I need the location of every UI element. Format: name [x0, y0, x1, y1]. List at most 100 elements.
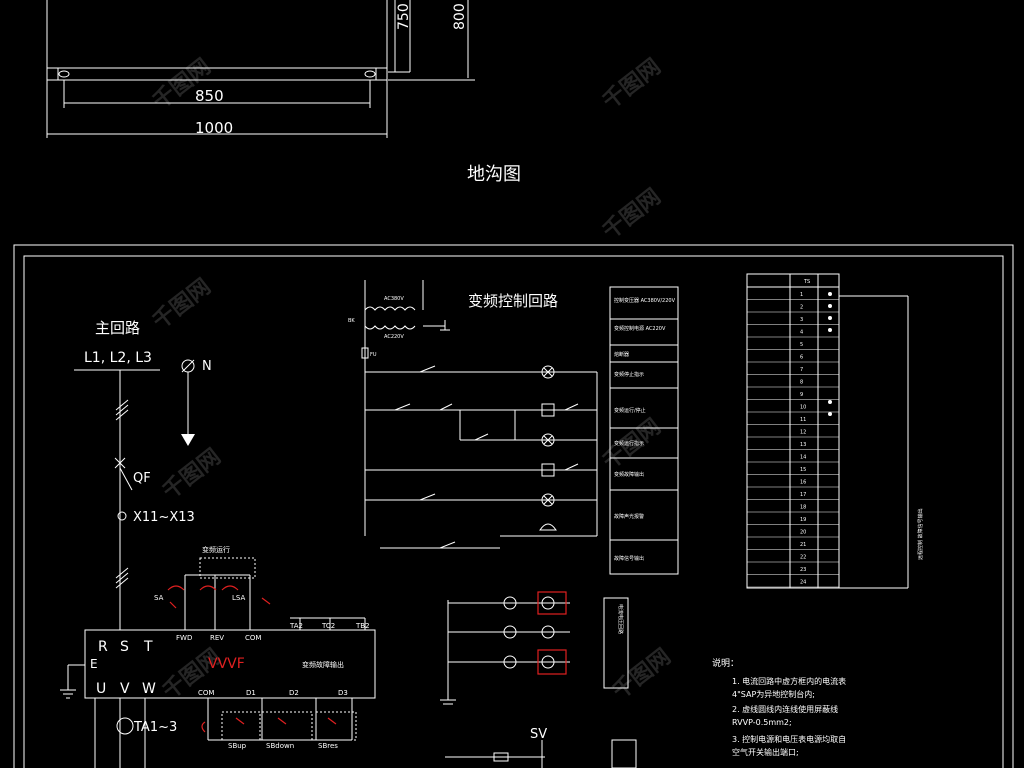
watermark-text: 千图网	[158, 644, 225, 704]
term-com: COM	[245, 634, 261, 642]
pit-title: 地沟图	[467, 164, 521, 185]
notes-title: 说明：	[712, 657, 739, 669]
terminal-row-number: 12	[800, 430, 806, 436]
terminal-row-number: 21	[800, 542, 806, 548]
terminal-row-number: 13	[800, 442, 806, 448]
sb-res-label: SBres	[318, 742, 338, 750]
terminal-row-number: 17	[800, 492, 806, 498]
arrow-down-icon	[181, 434, 195, 446]
watermark-text: 千图网	[158, 444, 225, 504]
input-r: R	[98, 639, 108, 655]
note-line-2: 4"SAP为异地控制台内;	[732, 689, 815, 699]
terminal-row-number: 14	[800, 455, 806, 461]
term-d1: D1	[246, 689, 256, 697]
control-circuit-title: 变频控制回路	[468, 292, 558, 310]
terminal-dots	[828, 292, 832, 416]
watermark-text: 千图网	[608, 644, 675, 704]
legend-item-3: 熔断器	[614, 351, 629, 358]
output-v: V	[120, 681, 130, 697]
terminal-row-number: 9	[800, 392, 803, 398]
lsa-label: LSA	[232, 594, 245, 602]
dim-1000: 1000	[195, 119, 233, 137]
vvvf-label: VVVF	[208, 656, 245, 672]
legend-item-5: 变频运行/停止	[614, 407, 646, 414]
terminal-row-number: 24	[800, 580, 806, 586]
term-d2: D2	[289, 689, 299, 697]
terminal-row-number: 5	[800, 342, 803, 348]
sv-label: SV	[530, 727, 547, 742]
legend-item-6: 变频运行指示	[614, 440, 644, 447]
meter-red-boxes	[537, 591, 567, 675]
dim-750: 750	[396, 3, 412, 30]
terminal-row-number: 1	[800, 292, 803, 298]
watermark-text: 千图网	[598, 54, 665, 114]
terminal-header: TS	[803, 279, 810, 285]
legend-item-9: 故障信号输出	[614, 555, 644, 562]
legend-item-8: 故障声光报警	[614, 513, 644, 520]
sa-switch-red	[167, 585, 271, 609]
fault-output-label: 变频故障输出	[302, 660, 344, 669]
ta-label: TA1~3	[133, 720, 177, 735]
term-fwd: FWD	[176, 634, 192, 642]
main-circuit-title: 主回路	[95, 319, 140, 337]
note-line-1: 1. 电流回路中虚方框内的电流表	[732, 676, 846, 686]
sb-down-label: SBdown	[266, 742, 294, 750]
term-tb2: TB2	[355, 622, 370, 630]
term-rev: REV	[210, 634, 224, 642]
breaker-label: QF	[133, 471, 151, 486]
terminal-row-number: 23	[800, 567, 806, 573]
watermark-text: 千图网	[148, 274, 215, 334]
watermark-text: 千图网	[598, 184, 665, 244]
input-s: S	[120, 639, 129, 655]
terminal-row-number: 6	[800, 355, 803, 361]
terminal-block	[746, 273, 909, 589]
legend-item-4: 变频停止指示	[614, 371, 644, 378]
voltage-in-label: AC380V	[384, 296, 404, 302]
terminal-row-number: 3	[800, 317, 803, 323]
transformer-label: BK	[348, 318, 355, 324]
term-bottom-com: COM	[198, 689, 214, 697]
output-w: W	[142, 681, 156, 697]
watermark-text: 千图网	[148, 54, 215, 114]
terminal-side-label: 远程控制 故障信号输出	[917, 508, 924, 560]
input-t: T	[143, 639, 153, 655]
neutral-label: N	[202, 359, 212, 374]
terminal-row-number: 4	[800, 330, 803, 336]
term-tc2: TC2	[321, 622, 335, 630]
drawing-frame	[13, 244, 1014, 768]
sb-up-label: SBup	[228, 742, 247, 750]
terminal-row-number: 11	[800, 417, 806, 423]
sb-switch-red	[201, 717, 337, 733]
terminal-row-number: 20	[800, 530, 806, 536]
earth-label: E	[90, 657, 98, 671]
note-line-6: 空气开关输出端口;	[732, 747, 799, 757]
terminal-row-number: 22	[800, 555, 806, 561]
terminal-row-number: 8	[800, 380, 803, 386]
terminal-row-number: 10	[800, 405, 806, 411]
dim-850: 850	[195, 87, 224, 105]
term-ta2: TA2	[289, 622, 303, 630]
sa-group-label: 变频运行	[202, 545, 230, 554]
terminal-row-number: 19	[800, 517, 806, 523]
output-u: U	[96, 681, 106, 697]
sa-label: SA	[154, 594, 164, 602]
control-wiring	[361, 280, 598, 549]
note-line-3: 2. 虚线圆线内连线使用屏蔽线	[732, 704, 838, 714]
terminal-label: X11~X13	[133, 510, 195, 525]
legend-item-2: 变频控制电源 AC220V	[614, 325, 666, 332]
terminal-row-number: 16	[800, 480, 806, 486]
note-line-4: RVVP-0.5mm2;	[732, 718, 792, 727]
meter-side-label: 电流电压回路	[617, 604, 624, 634]
terminal-row-number: 15	[800, 467, 806, 473]
main-circuit-wiring	[60, 359, 376, 768]
phase-label: L1, L2, L3	[84, 350, 152, 366]
term-d3: D3	[338, 689, 348, 697]
voltage-out-label: AC220V	[384, 334, 404, 340]
terminal-row-number: 7	[800, 367, 803, 373]
dim-800: 800	[452, 3, 468, 30]
pit-drawing	[46, 0, 475, 138]
meter-circuit	[440, 596, 637, 768]
terminal-row-number: 2	[800, 305, 803, 311]
fuse-label: FU	[370, 352, 377, 358]
